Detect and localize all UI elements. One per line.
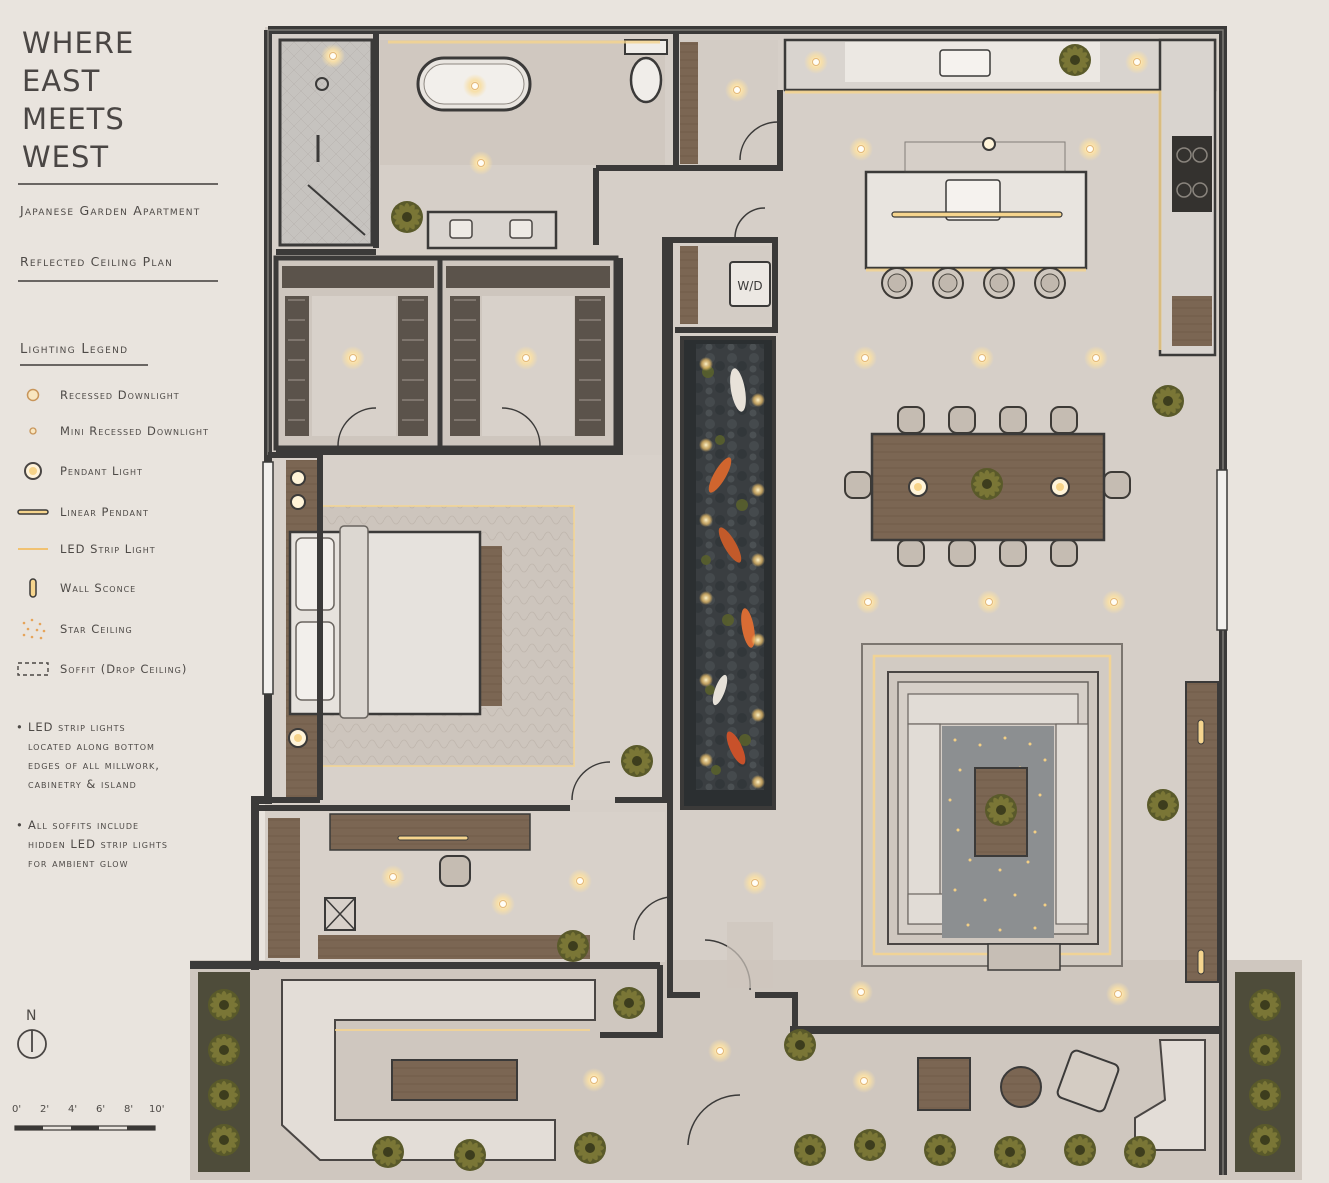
- legend-label: LED Strip Light: [60, 542, 156, 556]
- legend-label: Wall Sconce: [60, 581, 137, 595]
- terrace-lounge-chair: [1056, 1049, 1120, 1113]
- washer-dryer-label: W/D: [737, 279, 762, 293]
- reflected-ceiling-plan: W/D: [190, 26, 1302, 1180]
- interior-walls: [255, 32, 798, 1038]
- cooktop: [1172, 136, 1212, 212]
- note-line: hidden LED strip lights: [28, 837, 168, 851]
- star-ceiling-icon: [14, 618, 52, 640]
- north-arrow: N: [16, 1008, 50, 1064]
- led-strip-icon: [14, 538, 52, 560]
- legend-item-linear-pendant: Linear Pendant: [14, 501, 250, 523]
- note-line: All soffits include: [28, 818, 140, 832]
- legend-item-led-strip: LED Strip Light: [14, 538, 250, 560]
- note-line: LED strip lights: [28, 720, 126, 734]
- sidebar: WHERE EAST MEETS WEST Japanese Garden Ap…: [0, 0, 250, 1183]
- scale-tick: 8': [124, 1104, 134, 1115]
- title-line: WEST: [22, 140, 110, 174]
- scale-tick: 6': [96, 1104, 106, 1115]
- pendant-light-icon: [14, 460, 52, 482]
- shower: [278, 38, 374, 247]
- linear-pendant-icon: [14, 501, 52, 523]
- north-label: N: [26, 1008, 37, 1024]
- plan-name: Reflected Ceiling Plan: [20, 254, 174, 269]
- legend-label: Star Ceiling: [60, 622, 133, 636]
- koi-fish: [708, 368, 755, 765]
- legend-title-underline: [20, 364, 148, 366]
- legend-item-star-ceiling: Star Ceiling: [14, 618, 250, 640]
- legend-item-recessed-downlight: Recessed Downlight: [14, 384, 250, 406]
- legend-item-soffit: Soffit (Drop Ceiling): [14, 658, 250, 680]
- legend-label: Soffit (Drop Ceiling): [60, 662, 188, 676]
- bath-vanity: [426, 210, 558, 250]
- note-line: edges of all millwork,: [28, 758, 160, 772]
- sectional-sofa: [907, 693, 1079, 725]
- note-line: cabinetry & island: [28, 777, 137, 791]
- scale-tick: 10': [149, 1104, 165, 1115]
- desk: [329, 813, 531, 851]
- washer-dryer: [729, 261, 771, 307]
- project-title: WHERE EAST MEETS WEST: [22, 24, 134, 176]
- toilet: [629, 56, 663, 104]
- scale-bar: 0' 2' 4' 6' 8' 10': [12, 1104, 165, 1144]
- dining-pendant-lights: [908, 477, 1070, 497]
- mini-downlight-icon: [14, 420, 52, 442]
- island-linear-pendant: [891, 211, 1063, 218]
- scale-tick: 0': [12, 1104, 22, 1115]
- note-soffits: •All soffits include hidden LED strip li…: [16, 816, 168, 873]
- bookshelf: [268, 818, 300, 958]
- subtitle-divider: [18, 280, 218, 282]
- terrace-sectional: [281, 979, 596, 1161]
- scale-tick: 4': [68, 1104, 78, 1115]
- legend-label: Mini Recessed Downlight: [60, 424, 209, 438]
- project-subtitle: Japanese Garden Apartment: [20, 203, 201, 218]
- note-line: located along bottom: [28, 739, 155, 753]
- legend-item-pendant-light: Pendant Light: [14, 460, 250, 482]
- scale-tick: 2': [40, 1104, 50, 1115]
- terrace-side-table: [917, 1057, 971, 1111]
- legend-item-wall-sconce: Wall Sconce: [14, 577, 250, 599]
- scale-bar-graphic: [14, 1125, 156, 1131]
- legend-item-mini-downlight: Mini Recessed Downlight: [14, 420, 250, 442]
- legend-label: Recessed Downlight: [60, 388, 180, 402]
- north-arrow-icon: [17, 1029, 47, 1059]
- wall-sconce-icon: [14, 577, 52, 599]
- title-line: EAST: [22, 64, 101, 98]
- legend-label: Pendant Light: [60, 464, 143, 478]
- note-led-strips: •LED strip lights located along bottom e…: [16, 718, 160, 794]
- legend-title: Lighting Legend: [20, 342, 129, 357]
- soffit-icon: [14, 658, 52, 680]
- title-line: WHERE: [22, 26, 135, 60]
- terrace-coffee-table: [391, 1059, 518, 1101]
- recessed-downlight-icon: [14, 384, 52, 406]
- note-line: for ambient glow: [28, 856, 129, 870]
- title-divider: [18, 183, 218, 185]
- title-line: MEETS: [22, 102, 125, 136]
- legend-label: Linear Pendant: [60, 505, 149, 519]
